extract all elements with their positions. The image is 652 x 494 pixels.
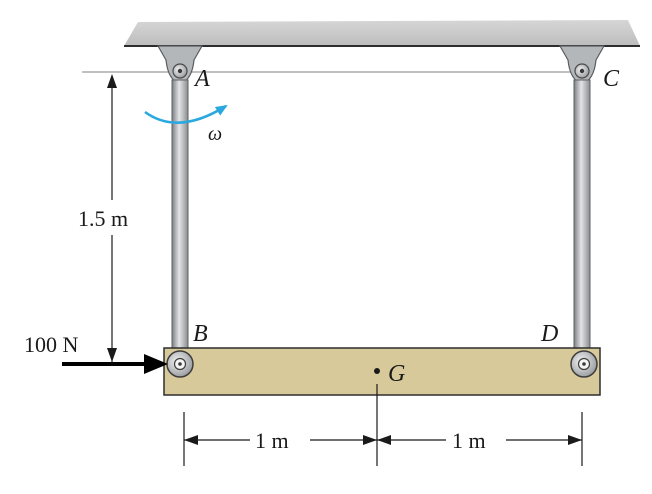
rod-cd	[573, 79, 591, 357]
ceiling	[124, 20, 640, 47]
label-width-right: 1 m	[452, 428, 486, 453]
label-force: 100 N	[24, 332, 79, 357]
label-point-a: A	[193, 66, 210, 92]
label-omega: ω	[208, 123, 222, 145]
height-dimension	[107, 74, 117, 362]
label-height: 1.5 m	[78, 206, 128, 231]
pin-support-icon	[558, 45, 606, 85]
width-dimension	[183, 384, 583, 466]
label-point-g: G	[388, 361, 405, 387]
angular-velocity-arrow	[144, 104, 228, 124]
force-arrow	[62, 354, 168, 374]
center-of-mass-dot	[374, 368, 380, 374]
pin-joint-icon	[166, 350, 194, 378]
label-point-c: C	[603, 66, 620, 92]
label-width-left: 1 m	[255, 428, 289, 453]
pin-joint-icon	[570, 350, 598, 378]
label-point-b: B	[193, 321, 208, 347]
plate	[163, 347, 601, 396]
label-point-d: D	[540, 321, 558, 347]
pin-support-icon	[156, 45, 204, 85]
